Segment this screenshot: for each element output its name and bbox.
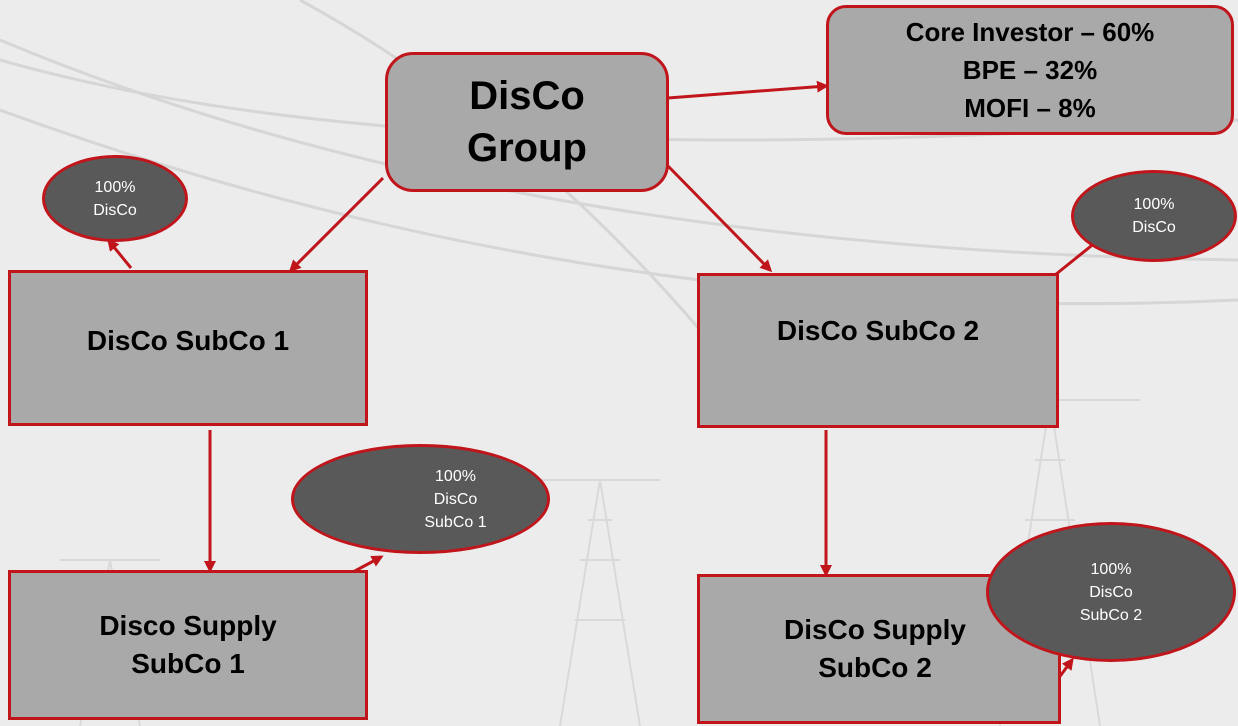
shareholder-bpe: BPE – 32% [962, 55, 1098, 85]
disco-supply-subco1-line1: Disco Supply [99, 610, 277, 641]
ownership-subco2-owner: DisCo [1132, 219, 1176, 236]
ownership-supply1-entity: SubCo 1 [424, 513, 487, 531]
ownership-supply2-owner: DisCo [1089, 583, 1133, 601]
disco-supply-subco1-line2: SubCo 1 [131, 648, 245, 679]
ownership-supply2-entity: SubCo 2 [1079, 606, 1143, 624]
disco-supply-subco2-line1: DisCo Supply [783, 614, 966, 645]
ownership-subco2-pct: 100% [1133, 196, 1175, 213]
disco-group-node: DisCo Group [385, 52, 669, 192]
disco-subco1-node: DisCo SubCo 1 [8, 270, 368, 426]
disco-group-line2: Group [467, 126, 587, 170]
disco-supply-subco1-node: Disco Supply SubCo 1 [8, 570, 368, 720]
ownership-supply1-owner: DisCo [433, 490, 478, 508]
ownership-oval-subco2: 100% DisCo [1071, 170, 1237, 262]
ownership-oval-subco1: 100% DisCo [42, 155, 188, 242]
shareholder-mofi: MOFI – 8% [964, 93, 1096, 123]
disco-supply-subco2-line2: SubCo 2 [818, 652, 932, 683]
disco-group-line1: DisCo [469, 74, 585, 118]
disco-subco2-node: DisCo SubCo 2 [697, 273, 1059, 428]
ownership-supply1-pct: 100% [435, 467, 476, 485]
ownership-supply2-pct: 100% [1090, 560, 1132, 578]
ownership-subco1-owner: DisCo [93, 201, 137, 219]
ownership-oval-supply1: 100% DisCo SubCo 1 [291, 444, 550, 554]
shareholders-node: Core Investor – 60% BPE – 32% MOFI – 8% [826, 5, 1234, 135]
disco-subco2-label: DisCo SubCo 2 [776, 314, 980, 346]
ownership-subco1-pct: 100% [94, 178, 136, 196]
shareholder-core-investor: Core Investor – 60% [905, 17, 1155, 47]
disco-subco1-label: DisCo SubCo 1 [86, 325, 290, 356]
ownership-oval-supply2: 100% DisCo SubCo 2 [986, 522, 1236, 662]
